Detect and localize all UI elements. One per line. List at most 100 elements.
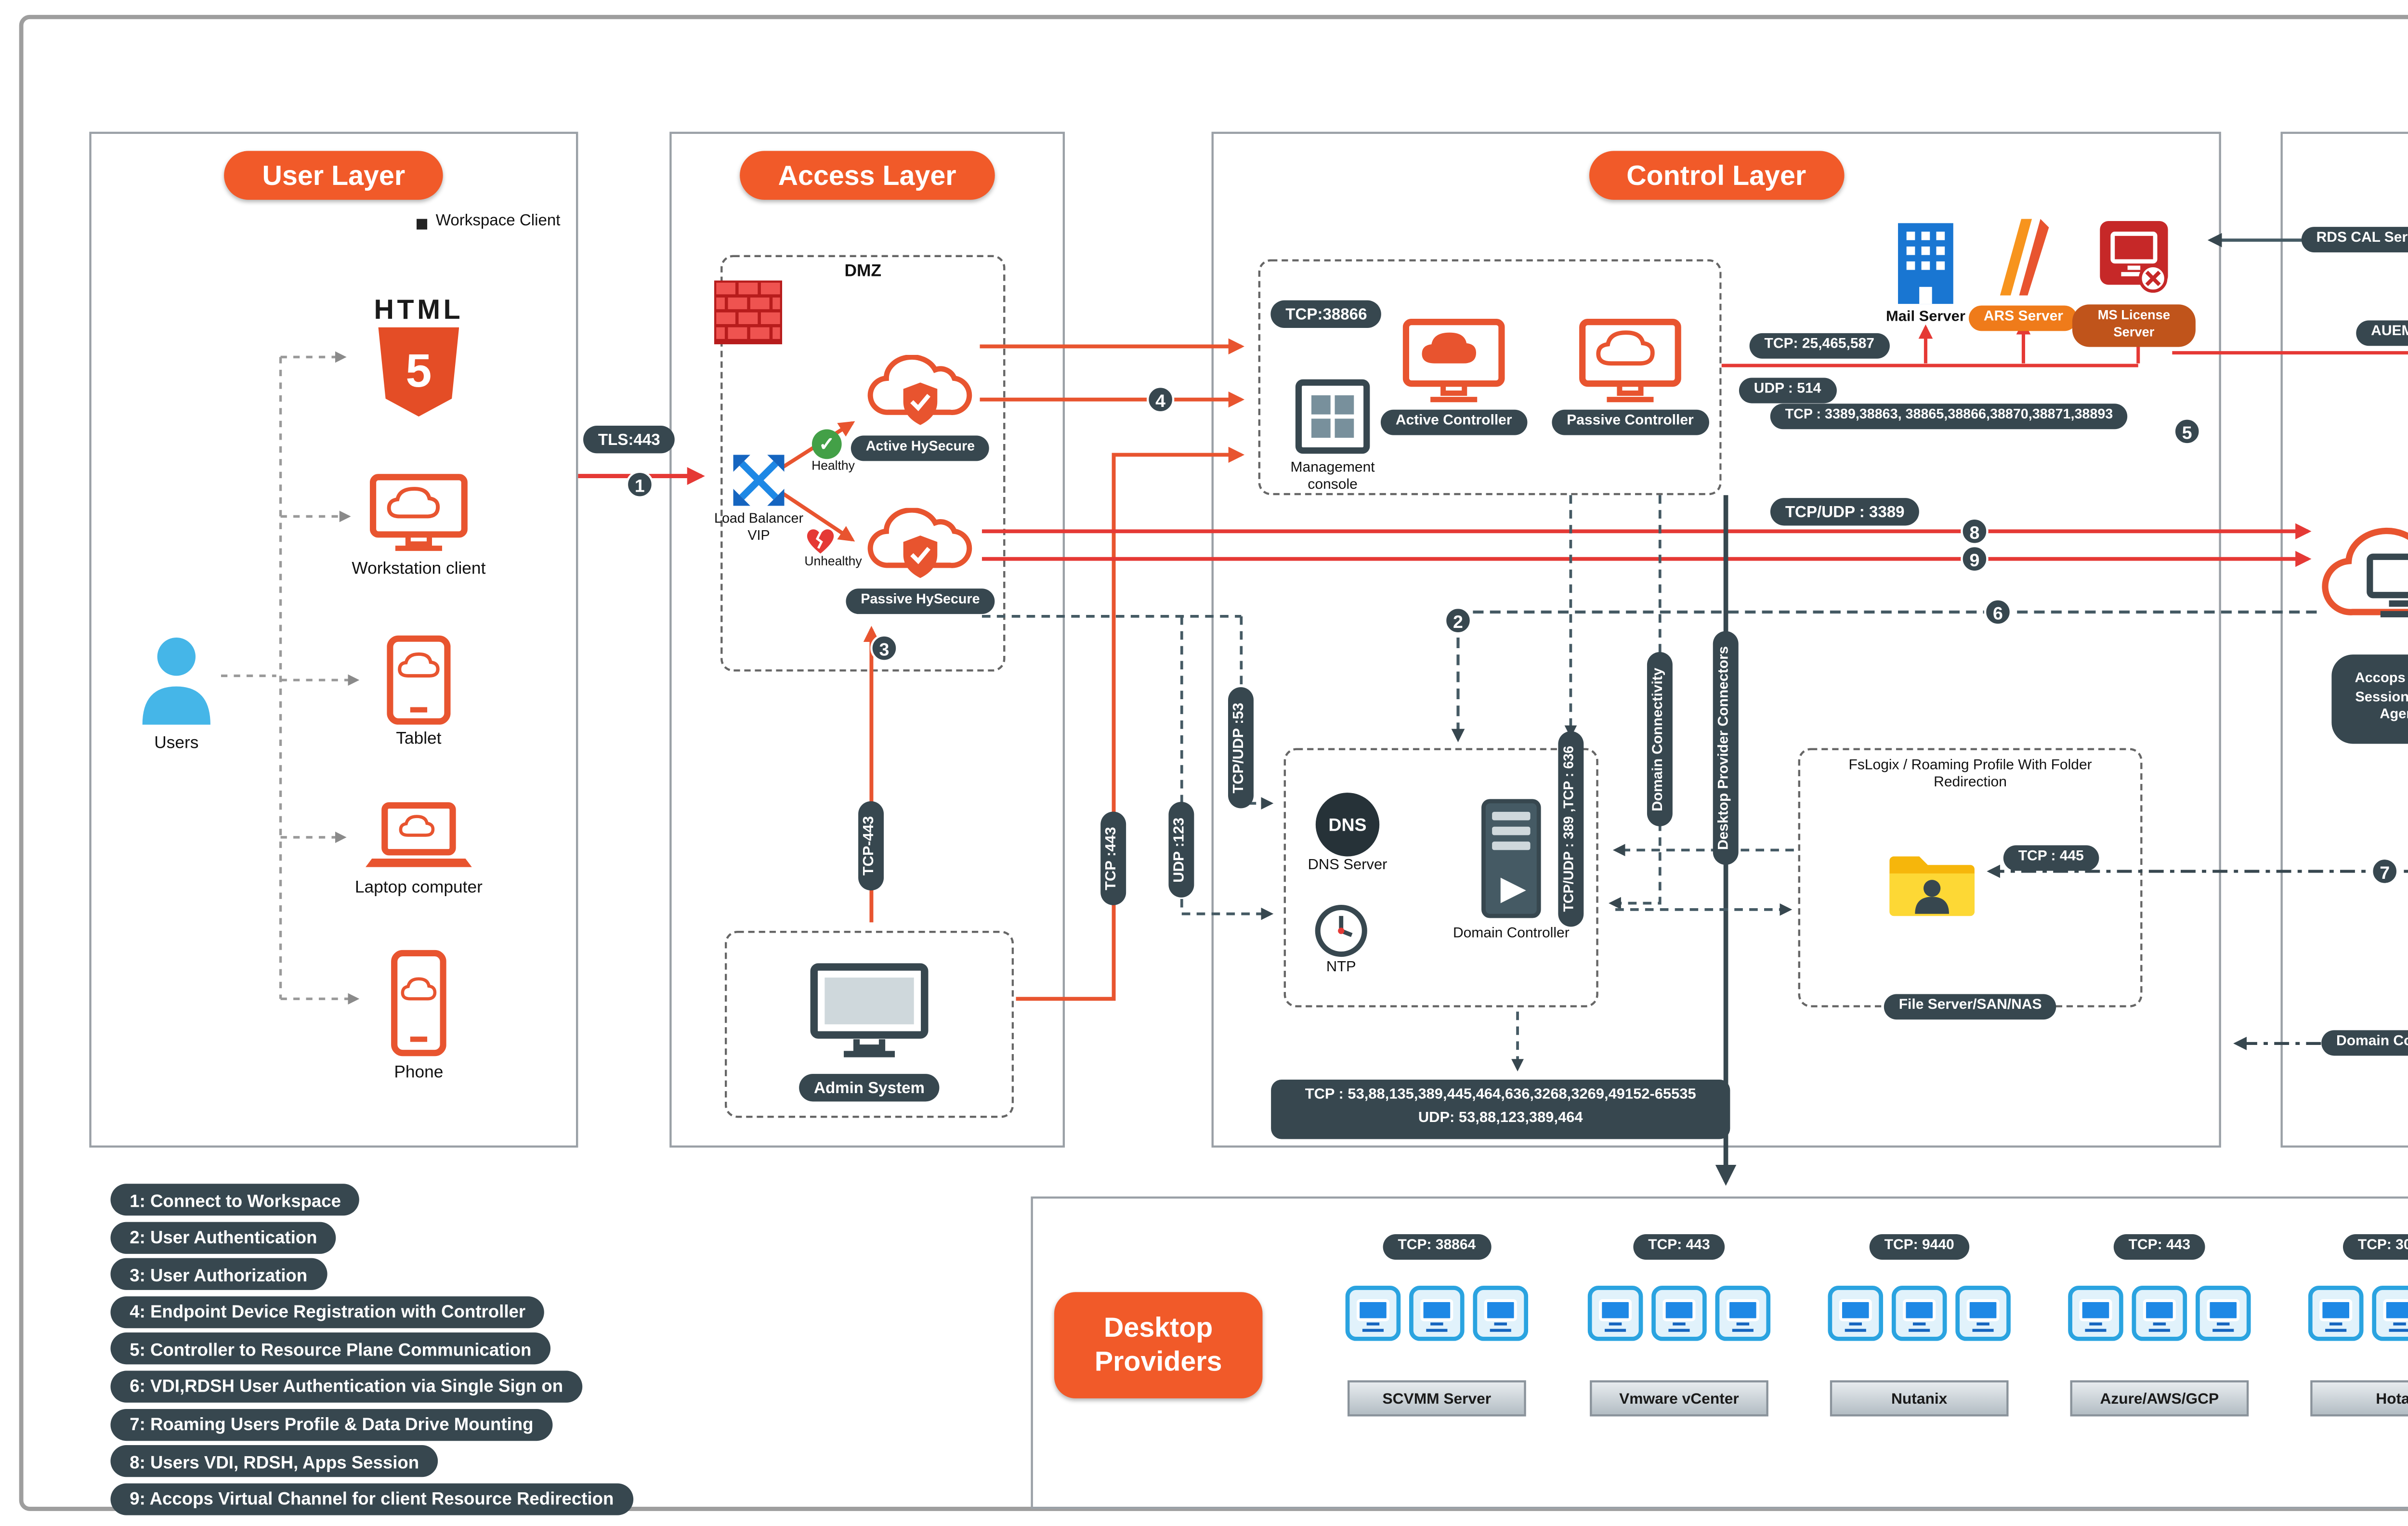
phone-label: Phone (394, 1062, 444, 1082)
udp-514-pill: UDP : 514 (1739, 378, 1836, 404)
badge-8: 8 (1961, 517, 1989, 546)
badge-6: 6 (1984, 598, 2012, 626)
domain-controller-icon (1479, 797, 1543, 920)
nutanix-vm-icons (1828, 1286, 2011, 1341)
badge-1: 1 (626, 470, 654, 498)
html5-icon: HTML 5 (374, 293, 463, 417)
rds-cal-pill: RDS CAL Server- TCP: 135 (2301, 227, 2408, 254)
passive-controller-pill: Passive Controller (1552, 409, 1709, 436)
provider-name-nutanix: Nutanix (1830, 1380, 2009, 1417)
ad-ports-tcp: TCP : 53,88,135,389,445,464,636,3268,326… (1305, 1088, 1696, 1103)
dns-ntp-dc-box (1283, 748, 1598, 1007)
ad-ports-udp: UDP: 53,88,123,389,464 (1418, 1111, 1583, 1126)
user-layer-title: User Layer (224, 151, 444, 200)
dns-icon: DNS (1315, 793, 1380, 857)
management-console-label: Management console (1290, 461, 1375, 494)
file-server-pill: File Server/SAN/NAS (1884, 994, 2057, 1021)
healthy-label: Healthy (811, 461, 855, 474)
html5-number: 5 (406, 344, 432, 398)
active-hysecure-icon (865, 354, 975, 436)
provider-port-vcenter: TCP: 443 (1633, 1234, 1725, 1261)
mail-server-icon (1894, 219, 1957, 308)
badge-2: 2 (1444, 606, 1472, 635)
workspace-client-label: Workspace Client (435, 210, 561, 230)
provider-name-hotate: Hotate (2310, 1380, 2408, 1417)
workstation-client-label: Workstation client (352, 559, 486, 578)
legend-item-1: 1: Connect to Workspace (110, 1184, 360, 1216)
resource-layer-box: Resource Layer (2280, 131, 2408, 1148)
udp-123-pill: UDP :123 (1168, 802, 1195, 898)
legend-item-3: 3: User Authorization (110, 1258, 327, 1291)
control-layer-title: Control Layer (1588, 151, 1845, 200)
tcp-mail-ports-pill: TCP: 25,465,587 (1749, 333, 1889, 360)
ldap-ports-pill: TCP/UDP : 389 ,TCP : 636 (1558, 730, 1584, 927)
legend-item-8: 8: Users VDI, RDSH, Apps Session (110, 1445, 438, 1477)
legend-item-4: 4: Endpoint Device Registration with Con… (110, 1296, 545, 1328)
mail-server-label: Mail Server (1885, 310, 1965, 326)
users-icon (134, 631, 219, 729)
unhealthy-label: Unhealthy (804, 557, 862, 570)
scvmm-vm-icons (1345, 1286, 1529, 1341)
cloud-vm-icons (2068, 1286, 2251, 1341)
html5-text: HTML (374, 293, 464, 326)
workspace-client-bullet (417, 219, 428, 230)
legend-item-9: 9: Accops Virtual Channel for client Res… (110, 1483, 633, 1515)
ntp-label: NTP (1326, 960, 1356, 976)
workstation-client-icon (369, 474, 468, 555)
tcp-controller-ports-pill: TCP : 3389,38863, 38865,38866,38870,3887… (1770, 404, 2128, 430)
laptop-label: Laptop computer (354, 877, 483, 897)
legend-item-7: 7: Roaming Users Profile & Data Drive Mo… (110, 1408, 553, 1440)
ms-license-server-pill: MS License Server (2072, 304, 2196, 346)
desktop-providers-title: Desktop Providers (1054, 1292, 1263, 1398)
roaming-profile-folder-icon (1885, 848, 1979, 920)
outer-frame (19, 14, 2408, 1511)
vcenter-vm-icons (1587, 1286, 1771, 1341)
domain-connectivity-vpill: Domain Connectivity (1647, 652, 1673, 826)
dmz-box (720, 255, 1006, 672)
provider-name-cloud: Azure/AWS/GCP (2070, 1380, 2249, 1417)
tablet-label: Tablet (396, 729, 442, 748)
tcp-445-pill: TCP : 445 (2003, 845, 2099, 872)
ad-ports-box: TCP : 53,88,135,389,445,464,636,3268,326… (1271, 1079, 1730, 1139)
provider-name-scvmm: SCVMM Server (1348, 1380, 1526, 1417)
badge-9: 9 (1961, 545, 1989, 573)
tablet-icon (387, 635, 451, 725)
active-controller-icon (1402, 318, 1505, 404)
admin-system-icon (810, 963, 929, 1060)
provider-port-hotate: TCP: 30806* (2343, 1234, 2408, 1261)
provider-port-nutanix: TCP: 9440 (1869, 1234, 1969, 1261)
active-controller-pill: Active Controller (1380, 409, 1527, 436)
resource-domain-connectivity-pill: Domain Connectivity (2321, 1030, 2408, 1057)
provider-port-scvmm: TCP: 38864 (1383, 1234, 1491, 1261)
users-label: Users (154, 733, 199, 753)
tcp-443-control-pill: TCP :443 (1100, 812, 1127, 905)
tcp-udp-3389-pill: TCP/UDP : 3389 (1770, 498, 1920, 527)
ms-license-server-icon (2098, 219, 2170, 296)
legend-item-6: 6: VDI,RDSH User Authentication via Sing… (110, 1370, 582, 1403)
firewall-icon (714, 280, 783, 344)
badge-5: 5 (2173, 417, 2201, 445)
user-layer-box: User Layer (89, 131, 578, 1148)
domain-controller-label: Domain Controller (1453, 926, 1570, 942)
dp-connectors-vpill: Desktop Provider Connectors (1713, 631, 1739, 865)
badge-7: 7 (2371, 857, 2399, 886)
management-console-icon (1295, 378, 1371, 455)
admin-system-pill: Admin System (799, 1074, 940, 1103)
passive-controller-icon (1579, 318, 1681, 404)
tcp-udp-53-pill: TCP/UDP :53 (1228, 688, 1255, 809)
legend-item-2: 2: User Authentication (110, 1221, 337, 1253)
passive-hysecure-pill: Passive HySecure (846, 588, 995, 614)
access-layer-title: Access Layer (740, 151, 995, 200)
legend: 1: Connect to Workspace 2: User Authenti… (110, 1184, 633, 1520)
provider-port-cloud: TCP: 443 (2113, 1234, 2205, 1261)
dns-server-label: DNS Server (1308, 858, 1387, 874)
laptop-icon (366, 801, 472, 874)
badge-4: 4 (1146, 386, 1175, 414)
provider-name-vcenter: Vmware vCenter (1590, 1380, 1768, 1417)
badge-3: 3 (870, 634, 898, 662)
dmz-label: DMZ (844, 261, 882, 281)
hotate-vm-icons (2308, 1286, 2408, 1341)
ars-server-pill: ARS Server (1968, 305, 2078, 332)
load-balancer-label: Load Balancer VIP (714, 512, 804, 544)
